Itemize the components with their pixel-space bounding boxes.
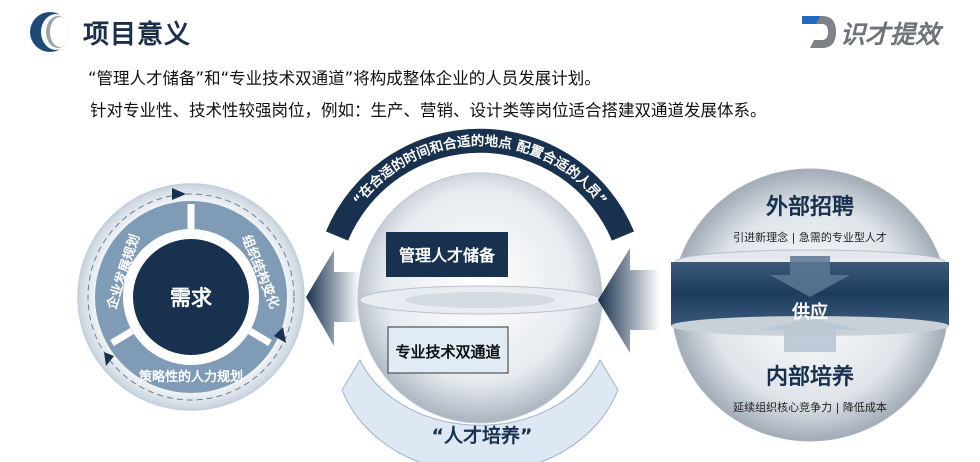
logo-text: 识才提效 <box>840 20 944 49</box>
intro-line-1: “管理人才储备”和“专业技术双通道”将构成整体企业的人员发展计划。 <box>88 69 601 88</box>
slogan-band <box>325 128 635 241</box>
box-dual-channel: 专业技术双通道 <box>395 343 500 361</box>
cycle-arrow-icon <box>172 188 186 200</box>
demand-segment: 策略性的人力规划 <box>139 369 243 385</box>
supply-center: 供应 <box>791 301 828 323</box>
arrow-left-icon <box>598 248 660 353</box>
cycle-arrow-icon <box>274 327 286 343</box>
arrow-left-icon <box>306 250 360 346</box>
talent-sphere: “在合适的时间和合适的地点 配置合适的人员” 管理人才储备 专业技术双通道 “人… <box>325 128 635 462</box>
demand-center: 需求 <box>170 286 212 310</box>
demand-ring: 需求 企业发展规划 组织结构变化 策略性的人力规划 <box>77 183 305 411</box>
internal-training-title: 内部培养 <box>766 364 854 390</box>
talent-cultivation-label: “人才培养” <box>432 424 533 447</box>
internal-training-sub: 延续组织核心竞争力 | 降低成本 <box>733 400 887 414</box>
external-recruit-title: 外部招聘 <box>766 194 854 220</box>
header-ring-icon <box>30 12 71 52</box>
logo: 识才提效 <box>800 12 960 56</box>
external-recruit-sub: 引进新理念 | 急需的专业型人才 <box>733 230 887 244</box>
cycle-arrow-icon <box>104 352 114 366</box>
arrow-up-icon <box>760 318 860 352</box>
intro-line-2: 针对专业性、技术性较强岗位，例如：生产、营销、设计类等岗位适合搭建双通道发展体系… <box>90 101 767 120</box>
arrow-down-icon <box>770 256 850 297</box>
box-management-reserve: 管理人才储备 <box>399 246 496 265</box>
page-title: 项目意义 <box>83 20 192 50</box>
supply-sphere: 外部招聘 引进新理念 | 急需的专业型人才 供应 内部培养 延续组织核心竞争力 … <box>671 168 949 442</box>
